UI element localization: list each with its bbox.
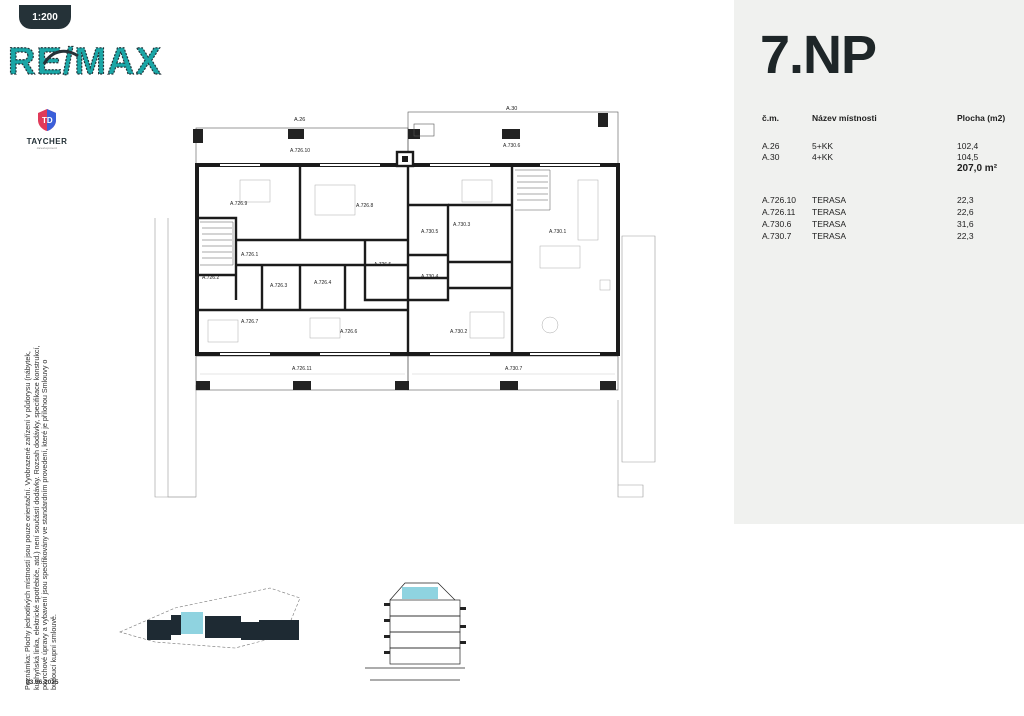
svg-text:RE/MAX: RE/MAX bbox=[8, 42, 162, 80]
col-header-area: Plocha (m2) bbox=[957, 113, 1006, 123]
shield-icon: TD bbox=[38, 109, 56, 131]
room-label: A.726.2 bbox=[202, 275, 219, 281]
date: 03.06.2025 bbox=[26, 679, 59, 686]
terrace-name: TERASA bbox=[812, 219, 847, 229]
footnote: Poznámka: Plochy jednotlivých místností … bbox=[23, 345, 59, 691]
section-key bbox=[365, 582, 466, 681]
remax-logo: RE/MAX bbox=[8, 42, 162, 80]
unit-number: A.26 bbox=[762, 141, 780, 151]
unit-area: 104,5 bbox=[957, 152, 979, 162]
total-area: 207,0 m² bbox=[957, 163, 998, 174]
terrace-area: 22,3 bbox=[957, 195, 974, 205]
unit-name: 5+KK bbox=[812, 141, 834, 151]
room-label: A.730.4 bbox=[421, 274, 438, 280]
room-label: A.726.6 bbox=[340, 329, 357, 335]
scale-badge: 1:200 bbox=[19, 5, 71, 29]
room-label: A.730.1 bbox=[549, 229, 566, 235]
room-label: A.730.7 bbox=[505, 366, 522, 372]
room-label: A.726.1 bbox=[241, 252, 258, 258]
room-label: A.726.7 bbox=[241, 319, 258, 325]
col-header-number: č.m. bbox=[762, 113, 780, 123]
unit-label-a26: A.26 bbox=[294, 117, 305, 123]
taycher-logo: TD TAYCHER development bbox=[18, 108, 76, 150]
unit-number: A.30 bbox=[762, 152, 780, 162]
room-label: A.726.10 bbox=[290, 148, 310, 154]
terrace-number: A.726.10 bbox=[762, 195, 797, 205]
terrace-name: TERASA bbox=[812, 231, 847, 241]
terrace-number: A.726.11 bbox=[762, 207, 796, 217]
room-label: A.730.5 bbox=[421, 229, 438, 235]
terrace-area: 22,3 bbox=[957, 231, 974, 241]
unit-area: 102,4 bbox=[957, 141, 979, 151]
room-label: A.726.9 bbox=[230, 201, 247, 207]
room-label: A.726.4 bbox=[314, 280, 331, 286]
site-key-plan bbox=[119, 587, 301, 649]
terrace-name: TERASA bbox=[812, 207, 847, 217]
room-label: A.726.5 bbox=[374, 262, 391, 268]
footnote-wrap: Poznámka: Plochy jednotlivých místností … bbox=[23, 345, 79, 691]
room-label: A.730.6 bbox=[503, 143, 520, 149]
floor-title: 7.NP bbox=[760, 25, 877, 85]
unit-label-a30: A.30 bbox=[506, 106, 517, 112]
room-label: A.726.11 bbox=[292, 366, 312, 372]
col-header-name: Název místnosti bbox=[812, 113, 877, 123]
terrace-number: A.730.6 bbox=[762, 219, 792, 229]
room-label: A.730.2 bbox=[450, 329, 467, 335]
terrace-area: 31,6 bbox=[957, 219, 974, 229]
room-label: A.726.8 bbox=[356, 203, 373, 209]
floor-plan: A.26 A.30 A.726.10 A.730.6 A.726.9 A.726… bbox=[154, 106, 656, 498]
room-label: A.726.3 bbox=[270, 283, 287, 289]
svg-text:TD: TD bbox=[42, 116, 53, 125]
unit-name: 4+KK bbox=[812, 152, 834, 162]
room-label: A.730.3 bbox=[453, 222, 470, 228]
info-panel bbox=[734, 0, 1024, 524]
terrace-area: 22,6 bbox=[957, 207, 974, 217]
terrace-name: TERASA bbox=[812, 195, 847, 205]
terrace-number: A.730.7 bbox=[762, 231, 792, 241]
